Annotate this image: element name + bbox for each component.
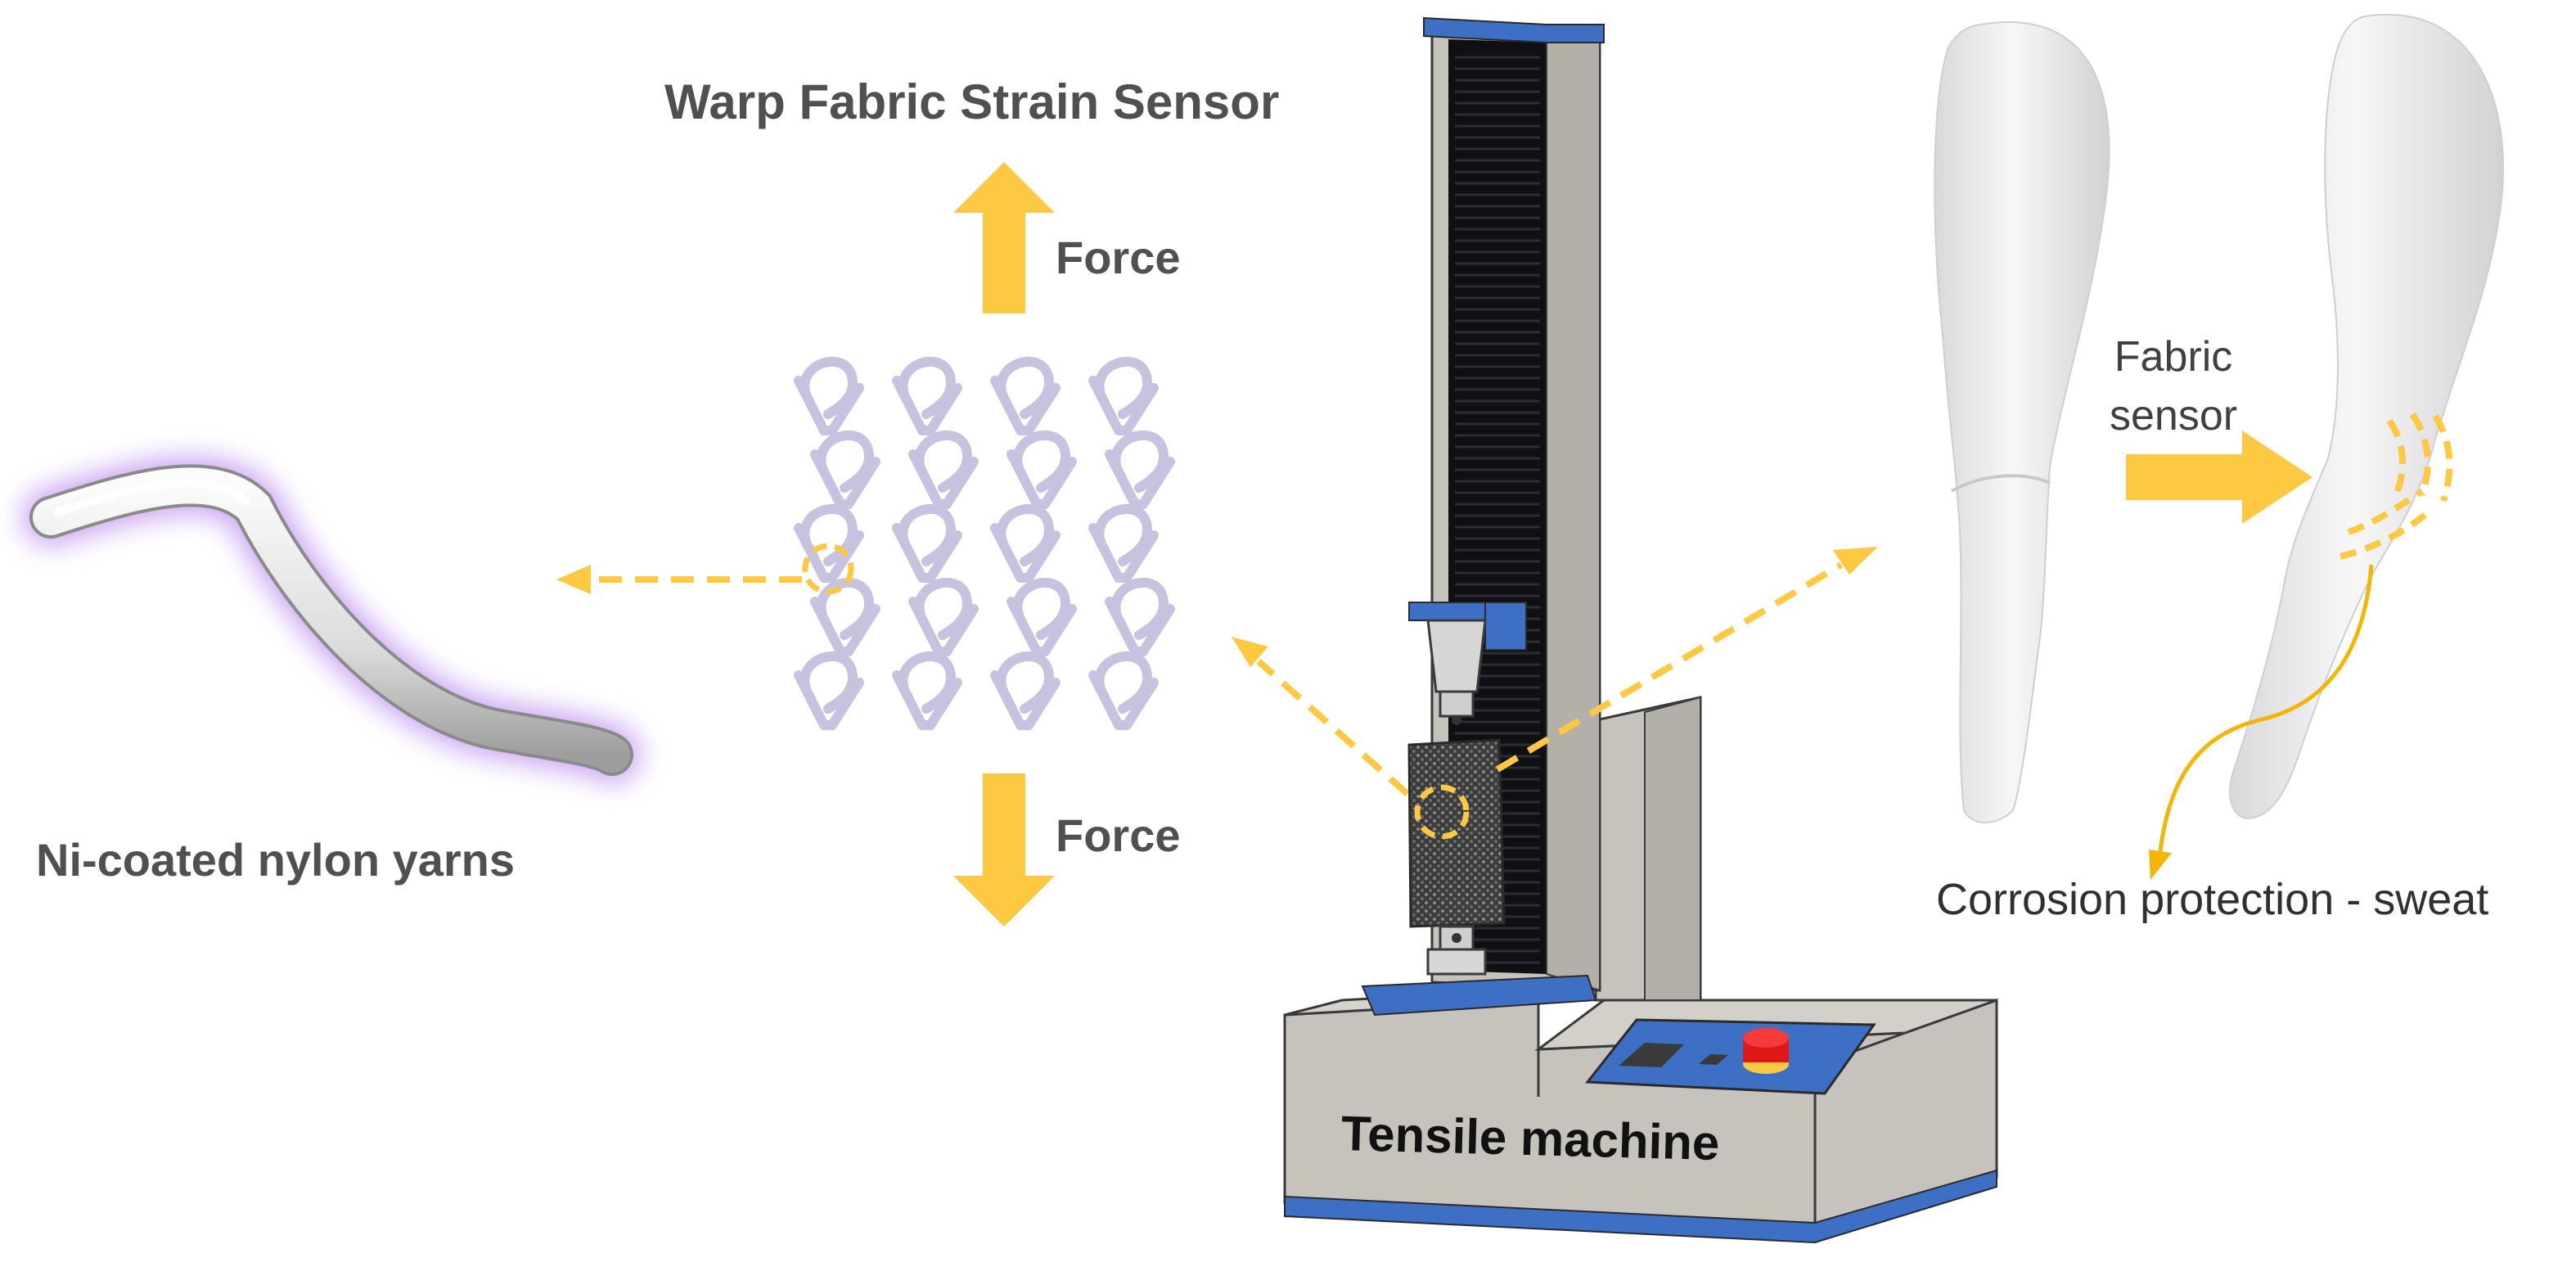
knit-loop (897, 656, 957, 725)
fabric-sensor-label: Fabric sensor (2110, 333, 2238, 440)
knit-loop (897, 509, 957, 578)
zoom-arrow-to-knit (1232, 637, 1410, 796)
knit-loop (1110, 435, 1170, 504)
knit-loop (1093, 509, 1154, 578)
knit-loop (913, 583, 974, 652)
force-label-bottom: Force (1056, 809, 1181, 861)
knit-loop (799, 656, 859, 725)
limb-with-sensor (2229, 13, 2504, 820)
force-arrow-down (953, 773, 1055, 927)
highlight-circle-knit (802, 543, 854, 595)
knit-loop (995, 362, 1056, 431)
knit-loop (1110, 583, 1170, 652)
tensile-machine (1283, 16, 1998, 1244)
force-label-top: Force (1056, 232, 1181, 283)
knit-loop (995, 509, 1056, 578)
zoom-arrow-to-limb (1495, 547, 1878, 773)
knit-loop (815, 583, 876, 652)
knit-loop (799, 362, 859, 431)
transition-arrow (2126, 431, 2313, 524)
corrosion-pointer (2149, 564, 2374, 880)
ni-coated-yarn (22, 457, 641, 783)
zoom-arrow-to-yarn (556, 565, 802, 594)
corrosion-label: Corrosion protection - sweat (1936, 875, 2489, 924)
tensile-machine-label: Tensile machine (1340, 1105, 1721, 1171)
highlight-circle-sample (1414, 784, 1470, 840)
knit-loop (815, 435, 876, 504)
knit-loop (1011, 583, 1072, 652)
knit-loop (1093, 362, 1154, 431)
knit-loop (897, 362, 957, 431)
knit-fabric-structure (799, 362, 1170, 725)
diagram-title: Warp Fabric Strain Sensor (664, 74, 1280, 129)
knit-loop (1093, 656, 1154, 725)
limb-without-sensor (1934, 20, 2110, 823)
force-arrow-up (953, 162, 1055, 313)
knit-loop (913, 435, 974, 504)
knit-loop (995, 656, 1056, 725)
yarn-label: Ni-coated nylon yarns (36, 834, 516, 886)
knit-loop (1011, 435, 1072, 504)
